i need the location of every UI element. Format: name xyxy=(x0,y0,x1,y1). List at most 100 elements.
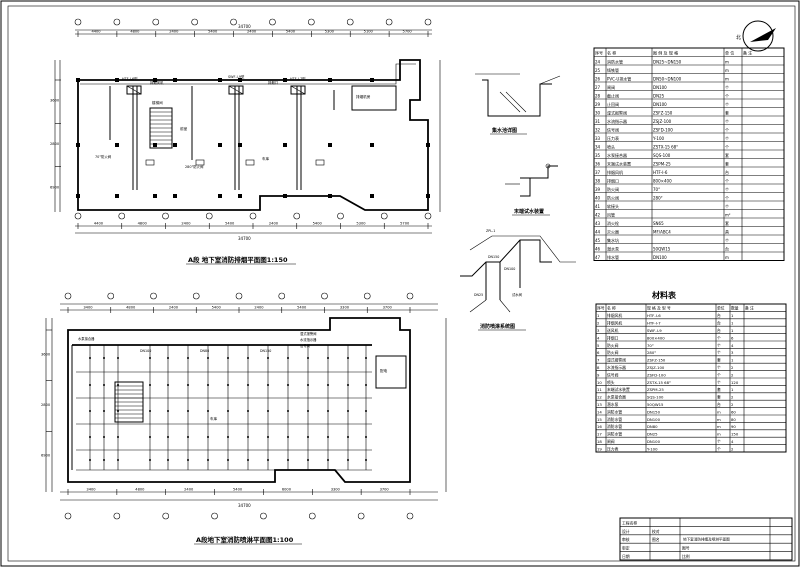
plan-b-room-label: 车库 xyxy=(210,416,218,421)
sprinkler-head xyxy=(347,436,349,438)
table-cell: 个 xyxy=(725,204,729,209)
plan-a-side-dim: 6900 xyxy=(50,185,60,189)
sprinkler-head xyxy=(307,459,309,461)
sprinkler-head xyxy=(307,357,309,359)
table-cell: DN25 xyxy=(647,432,658,437)
sprinkler-head xyxy=(247,459,249,461)
table-cell: 38 xyxy=(595,178,601,183)
table-cell: 14 xyxy=(597,409,602,414)
sprinkler-head xyxy=(247,410,249,412)
table-cell: 台 xyxy=(717,328,721,333)
table-cell: 消防水管 xyxy=(607,409,622,414)
table-cell: DN150 xyxy=(647,409,661,414)
sprinkler-head xyxy=(365,436,367,438)
sprinkler-head xyxy=(89,357,91,359)
table-cell: 30 xyxy=(595,110,601,115)
smoke-outlet xyxy=(315,159,325,166)
sprinkler-head xyxy=(365,384,367,386)
grid-bubble xyxy=(205,212,213,220)
sprinkler-head xyxy=(103,436,105,438)
table-cell: 个 xyxy=(725,144,729,149)
sprinkler-head xyxy=(167,410,169,412)
exhaust-fan xyxy=(290,85,306,95)
table-header-cell: 备 注 xyxy=(743,50,752,56)
table-cell: 10 xyxy=(597,380,602,385)
table-cell: 个 xyxy=(717,439,721,444)
plan-b-title: A段地下室消防喷淋平面图1:100 xyxy=(196,535,294,544)
table-cell: DN50~DN100 xyxy=(653,76,682,81)
table-cell: m xyxy=(717,409,721,414)
table-cell: ZSFZ-150 xyxy=(647,358,666,363)
sprinkler-head xyxy=(117,410,119,412)
sprinkler-head xyxy=(187,410,189,412)
table-cell: 3 xyxy=(597,328,600,333)
table-cell: 60 xyxy=(731,409,736,414)
table-cell: DN100 xyxy=(647,439,661,444)
sprinkler-head xyxy=(347,410,349,412)
plan-a-total-dim-top: 34700 xyxy=(238,24,251,29)
sprinkler-head xyxy=(347,459,349,461)
table-cell: 1 xyxy=(731,321,734,326)
table-cell: 45 xyxy=(595,238,601,243)
table-cell: 软接头 xyxy=(607,203,619,209)
table-cell: 送风机 xyxy=(607,328,619,333)
table-cell: 潜水泵 xyxy=(607,402,619,407)
sprinkler-head xyxy=(267,436,269,438)
table-cell: 水流指示器 xyxy=(607,365,626,370)
table-cell: 4 xyxy=(597,335,600,340)
table-cell: 1 xyxy=(731,313,734,318)
plan-a-side-dim: 3600 xyxy=(50,99,60,103)
table-cell: 1 xyxy=(731,328,734,333)
sprinkler-head xyxy=(149,459,151,461)
sprinkler-head xyxy=(117,357,119,359)
table-cell: Y-100 xyxy=(647,446,658,451)
table-cell: 44 xyxy=(595,229,601,234)
plan-b-equipment-label: DN150 xyxy=(260,349,271,353)
table-cell: 90 xyxy=(731,424,736,429)
sprinkler-head xyxy=(149,410,151,412)
table-cell: 水泵接合器 xyxy=(607,395,626,400)
table-cell: 风管 xyxy=(607,211,615,217)
sprinkler-head xyxy=(167,384,169,386)
sprinkler-head xyxy=(327,410,329,412)
plan-a-title: A段 地下室消防排烟平面图1:150 xyxy=(188,255,288,264)
table-cell: 个 xyxy=(717,343,721,348)
table-header-cell: 名 称 xyxy=(607,306,616,311)
grid-bubble xyxy=(162,212,169,220)
sprinkler-head xyxy=(307,384,309,386)
table-cell: 排烟风机 xyxy=(607,169,623,175)
system-riser-label: DN150 xyxy=(488,255,499,259)
grid-bubble xyxy=(235,292,243,300)
table-cell: 消防水管 xyxy=(607,417,622,422)
sheet-inner-border xyxy=(7,5,796,562)
sprinkler-head xyxy=(167,357,169,359)
title-block-cell: 审定 xyxy=(622,546,630,551)
plan-b-side-dim: 6900 xyxy=(41,454,51,458)
table-cell: 34 xyxy=(595,144,601,149)
table-cell: 40 xyxy=(595,195,601,200)
exhaust-fan xyxy=(228,85,244,95)
sprinkler-head xyxy=(149,436,151,438)
table-cell: 2 xyxy=(731,395,734,400)
sprinkler-head xyxy=(207,410,209,412)
table-cell: 喷头 xyxy=(607,380,615,385)
table-cell: 套 xyxy=(725,109,729,115)
table-cell: 50QW15 xyxy=(653,246,671,251)
detail-sump: 集水池详图 xyxy=(475,73,561,135)
sprinkler-head xyxy=(103,459,105,461)
table-cell: 个 xyxy=(725,119,729,124)
plan-b-sprinkler-heads xyxy=(89,357,367,461)
table-cell: 水流指示器 xyxy=(607,118,627,124)
grid-bubble xyxy=(152,18,160,26)
table-cell: 集水坑 xyxy=(607,237,619,243)
table-cell: 25 xyxy=(595,68,601,73)
